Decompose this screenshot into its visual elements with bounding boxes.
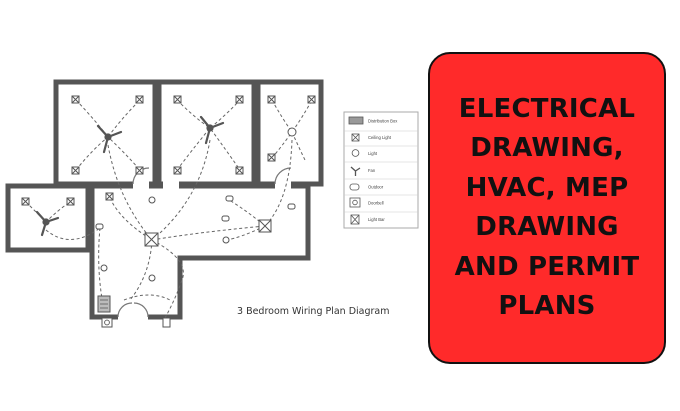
ceiling-light-icon	[351, 133, 360, 142]
outlet-icon	[221, 215, 230, 222]
title-banner: ELECTRICAL DRAWING, HVAC, MEP DRAWING AN…	[428, 52, 666, 364]
legend-label: Outdoor	[368, 185, 384, 190]
ceiling-light-icon	[258, 219, 272, 233]
doorbell-icon	[349, 197, 361, 208]
fan-icon	[199, 115, 225, 145]
banner-line: PLANS	[498, 291, 596, 321]
ceiling-light-icon	[66, 197, 75, 206]
ceiling-light-icon	[71, 95, 80, 104]
light-icon	[148, 196, 156, 204]
outlet-icon	[287, 203, 296, 210]
light-icon	[351, 149, 360, 157]
ceiling-light-icon	[144, 232, 159, 247]
ceiling-light-icon	[105, 192, 114, 201]
banner-line: ELECTRICAL	[458, 93, 636, 124]
door-bedroom-2	[163, 180, 179, 189]
ceiling-light-icon	[235, 166, 244, 175]
legend-label: Distribution Box	[368, 119, 398, 124]
ceiling-light-icon	[173, 95, 182, 104]
fan-icon	[96, 124, 123, 154]
light-icon	[148, 274, 156, 282]
ceiling-light-icon	[135, 166, 144, 175]
ceiling-light-icon	[71, 166, 80, 175]
front-door	[118, 313, 148, 322]
banner-text: ELECTRICAL DRAWING, HVAC, MEP DRAWING AN…	[455, 90, 640, 327]
diagram-caption: 3 Bedroom Wiring Plan Diagram	[237, 306, 390, 317]
ceiling-light-icon	[267, 95, 276, 104]
light-bar-icon	[350, 214, 360, 225]
ceiling-light-icon	[173, 166, 182, 175]
light-icon	[222, 236, 230, 244]
outlet-icon	[225, 195, 234, 202]
wiring-plan-diagram: Distribution Box Ceiling Light Light Fan…	[5, 79, 419, 328]
doorbell-icon	[101, 317, 113, 328]
ceiling-light-icon	[267, 153, 276, 162]
door-bedroom-3	[275, 180, 291, 189]
outdoor-light-icon	[162, 317, 171, 328]
legend-label: Light	[368, 151, 378, 156]
living-area-wall	[89, 183, 311, 320]
legend-label: Doorbell	[368, 201, 384, 206]
distribution-box-icon	[348, 116, 364, 125]
light-icon	[100, 264, 108, 272]
legend: Distribution Box Ceiling Light Light Fan…	[343, 111, 419, 229]
outlet-icon	[349, 183, 360, 191]
ceiling-light-icon	[21, 197, 30, 206]
legend-label: Ceiling Light	[368, 135, 392, 140]
fan-icon	[35, 210, 60, 237]
legend-label: Light Bar	[368, 217, 385, 222]
ceiling-light-icon	[307, 95, 316, 104]
ceiling-light-icon	[235, 95, 244, 104]
banner-line: HVAC, MEP	[465, 172, 629, 203]
door-bedroom-1	[133, 180, 149, 189]
legend-label: Fan	[368, 168, 376, 173]
ceiling-light-icon	[135, 95, 144, 104]
left-room-wall	[5, 183, 91, 253]
distribution-box-icon	[97, 295, 111, 313]
banner-line: DRAWING	[475, 212, 619, 242]
fan-icon	[350, 166, 361, 176]
outlet-icon	[95, 223, 104, 230]
light-icon	[287, 127, 297, 137]
banner-line: AND PERMIT	[454, 251, 640, 282]
banner-line: DRAWING,	[470, 133, 624, 163]
